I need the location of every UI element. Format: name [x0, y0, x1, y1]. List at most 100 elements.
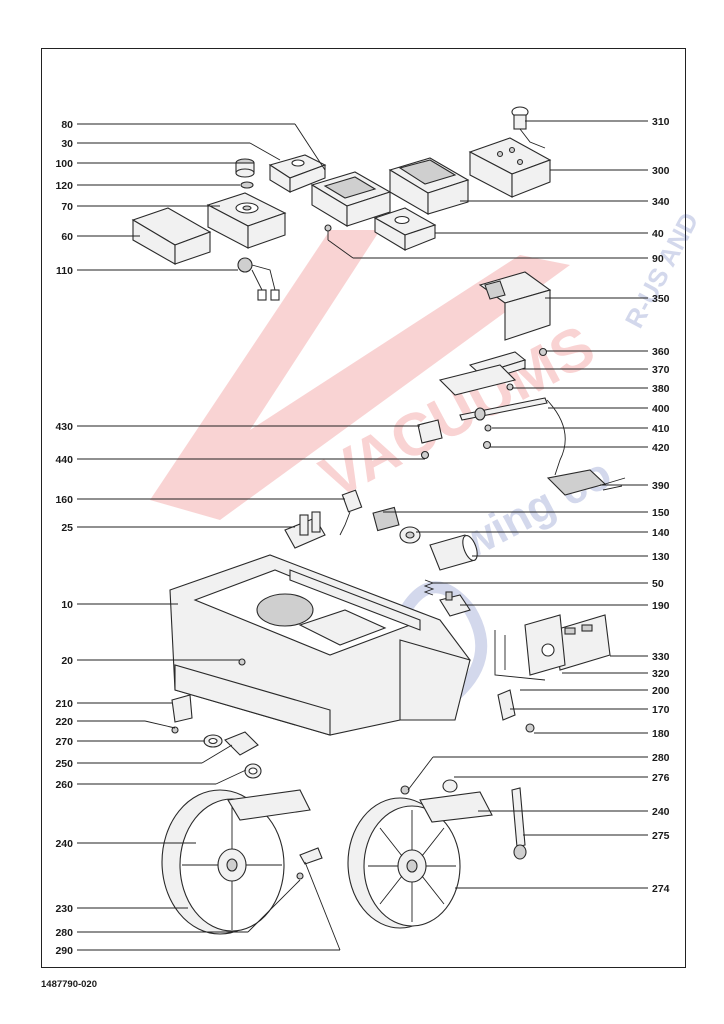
callout-label-right: 90 — [652, 253, 664, 265]
callout-label-left: 280 — [55, 927, 73, 939]
callout-label-right: 420 — [652, 442, 670, 454]
part-160-switch — [339, 489, 363, 536]
part-180-screw — [525, 723, 535, 733]
part-30-cap — [268, 154, 327, 193]
callout-label-right: 320 — [652, 668, 670, 680]
part-400-rod — [459, 397, 548, 421]
callout-label-left: 20 — [61, 655, 73, 667]
callout-label-right: 330 — [652, 651, 670, 663]
part-410-420-screws — [420, 424, 492, 460]
callout-label-left: 60 — [61, 231, 73, 243]
callout-label-right: 370 — [652, 364, 670, 376]
callout-label-right: 340 — [652, 196, 670, 208]
part-276-spring — [442, 779, 458, 793]
part-380-plate — [438, 364, 517, 396]
part-190-switch — [439, 591, 471, 617]
callout-label-right: 380 — [652, 383, 670, 395]
part-150-brush — [372, 506, 400, 532]
callout-label-left: 10 — [61, 599, 73, 611]
leader-line — [407, 756, 434, 791]
callout-label-right: 300 — [652, 165, 670, 177]
part-120-nut — [240, 181, 254, 189]
document-number: 1487790-020 — [41, 979, 97, 990]
leader-line — [294, 123, 326, 171]
leader-line — [249, 142, 281, 161]
part-40-latch — [373, 207, 437, 251]
part-220-screw — [171, 726, 179, 734]
part-60-filter-block — [131, 207, 212, 265]
callout-label-right: 276 — [652, 772, 670, 784]
callout-label-right: 200 — [652, 685, 670, 697]
callout-label-right: 190 — [652, 600, 670, 612]
part-140-bearing — [399, 526, 421, 544]
callout-label-right: 360 — [652, 346, 670, 358]
part-340-cover — [388, 157, 470, 215]
callout-label-right: 310 — [652, 116, 670, 128]
part-260-spring — [244, 763, 262, 779]
callout-label-right: 130 — [652, 551, 670, 563]
part-280-screw-right — [400, 785, 410, 795]
callout-label-left: 230 — [55, 903, 73, 915]
part-230-cord-reel — [161, 789, 311, 935]
part-90-screw — [324, 224, 332, 240]
part-25-holder — [284, 511, 326, 549]
callout-label-right: 40 — [652, 228, 664, 240]
part-274-cord-reel — [347, 791, 493, 929]
part-250-bracket — [224, 731, 259, 756]
part-100-knob — [235, 158, 255, 178]
part-10-main-body — [169, 554, 471, 736]
leader-line — [327, 239, 354, 259]
callout-label-left: 120 — [55, 180, 73, 192]
part-350-bracket — [478, 271, 552, 341]
callout-label-right: 400 — [652, 403, 670, 415]
callout-label-left: 250 — [55, 758, 73, 770]
callout-label-left: 70 — [61, 201, 73, 213]
callout-label-right: 140 — [652, 527, 670, 539]
part-275-lever — [511, 787, 527, 860]
callout-label-left: 440 — [55, 454, 73, 466]
part-290-clip — [296, 847, 323, 880]
leader-line — [247, 879, 301, 933]
callout-label-left: 220 — [55, 716, 73, 728]
callout-label-left: 290 — [55, 945, 73, 957]
part-200-contacts — [494, 630, 546, 681]
part-300-panel — [468, 137, 552, 198]
callout-label-right: 350 — [652, 293, 670, 305]
part-210-clip — [171, 694, 193, 723]
part-390-plug — [546, 399, 626, 496]
part-130-motor — [429, 534, 478, 571]
leader-line — [201, 744, 233, 764]
part-310-lamp — [511, 106, 546, 149]
right-labels: 310 300 340 40 90 350 360 370 380 400 410 420 390 150… — [652, 116, 670, 895]
part-320-plate — [524, 614, 566, 676]
callout-label-right: 50 — [652, 578, 664, 590]
part-430-clip — [417, 419, 443, 444]
part-50-spring — [423, 579, 435, 596]
callout-label-left: 260 — [55, 779, 73, 791]
callout-label-right: 410 — [652, 423, 670, 435]
callout-label-right: 275 — [652, 830, 670, 842]
watermark-v-shape — [150, 230, 570, 520]
callout-label-left: 25 — [61, 522, 73, 534]
part-110-switch — [237, 257, 280, 301]
callout-label-right: 150 — [652, 507, 670, 519]
callout-label-left: 240 — [55, 838, 73, 850]
callout-label-right: 170 — [652, 704, 670, 716]
watermark-tagline: R-US AND — [619, 207, 705, 332]
callout-label-left: 210 — [55, 698, 73, 710]
callout-label-left: 110 — [56, 265, 73, 277]
callout-label-right: 274 — [652, 883, 670, 895]
leader-line — [215, 769, 247, 785]
leader-line — [304, 861, 341, 951]
callout-label-left: 430 — [55, 421, 73, 433]
callout-label-right: 390 — [652, 480, 670, 492]
callout-label-right: 280 — [652, 752, 670, 764]
diagram-frame — [41, 48, 686, 968]
callout-label-right: 240 — [652, 806, 670, 818]
part-360-screw — [538, 347, 548, 357]
part-170-lever — [497, 689, 516, 721]
callout-label-left: 80 — [61, 119, 73, 131]
callout-label-left: 270 — [55, 736, 73, 748]
